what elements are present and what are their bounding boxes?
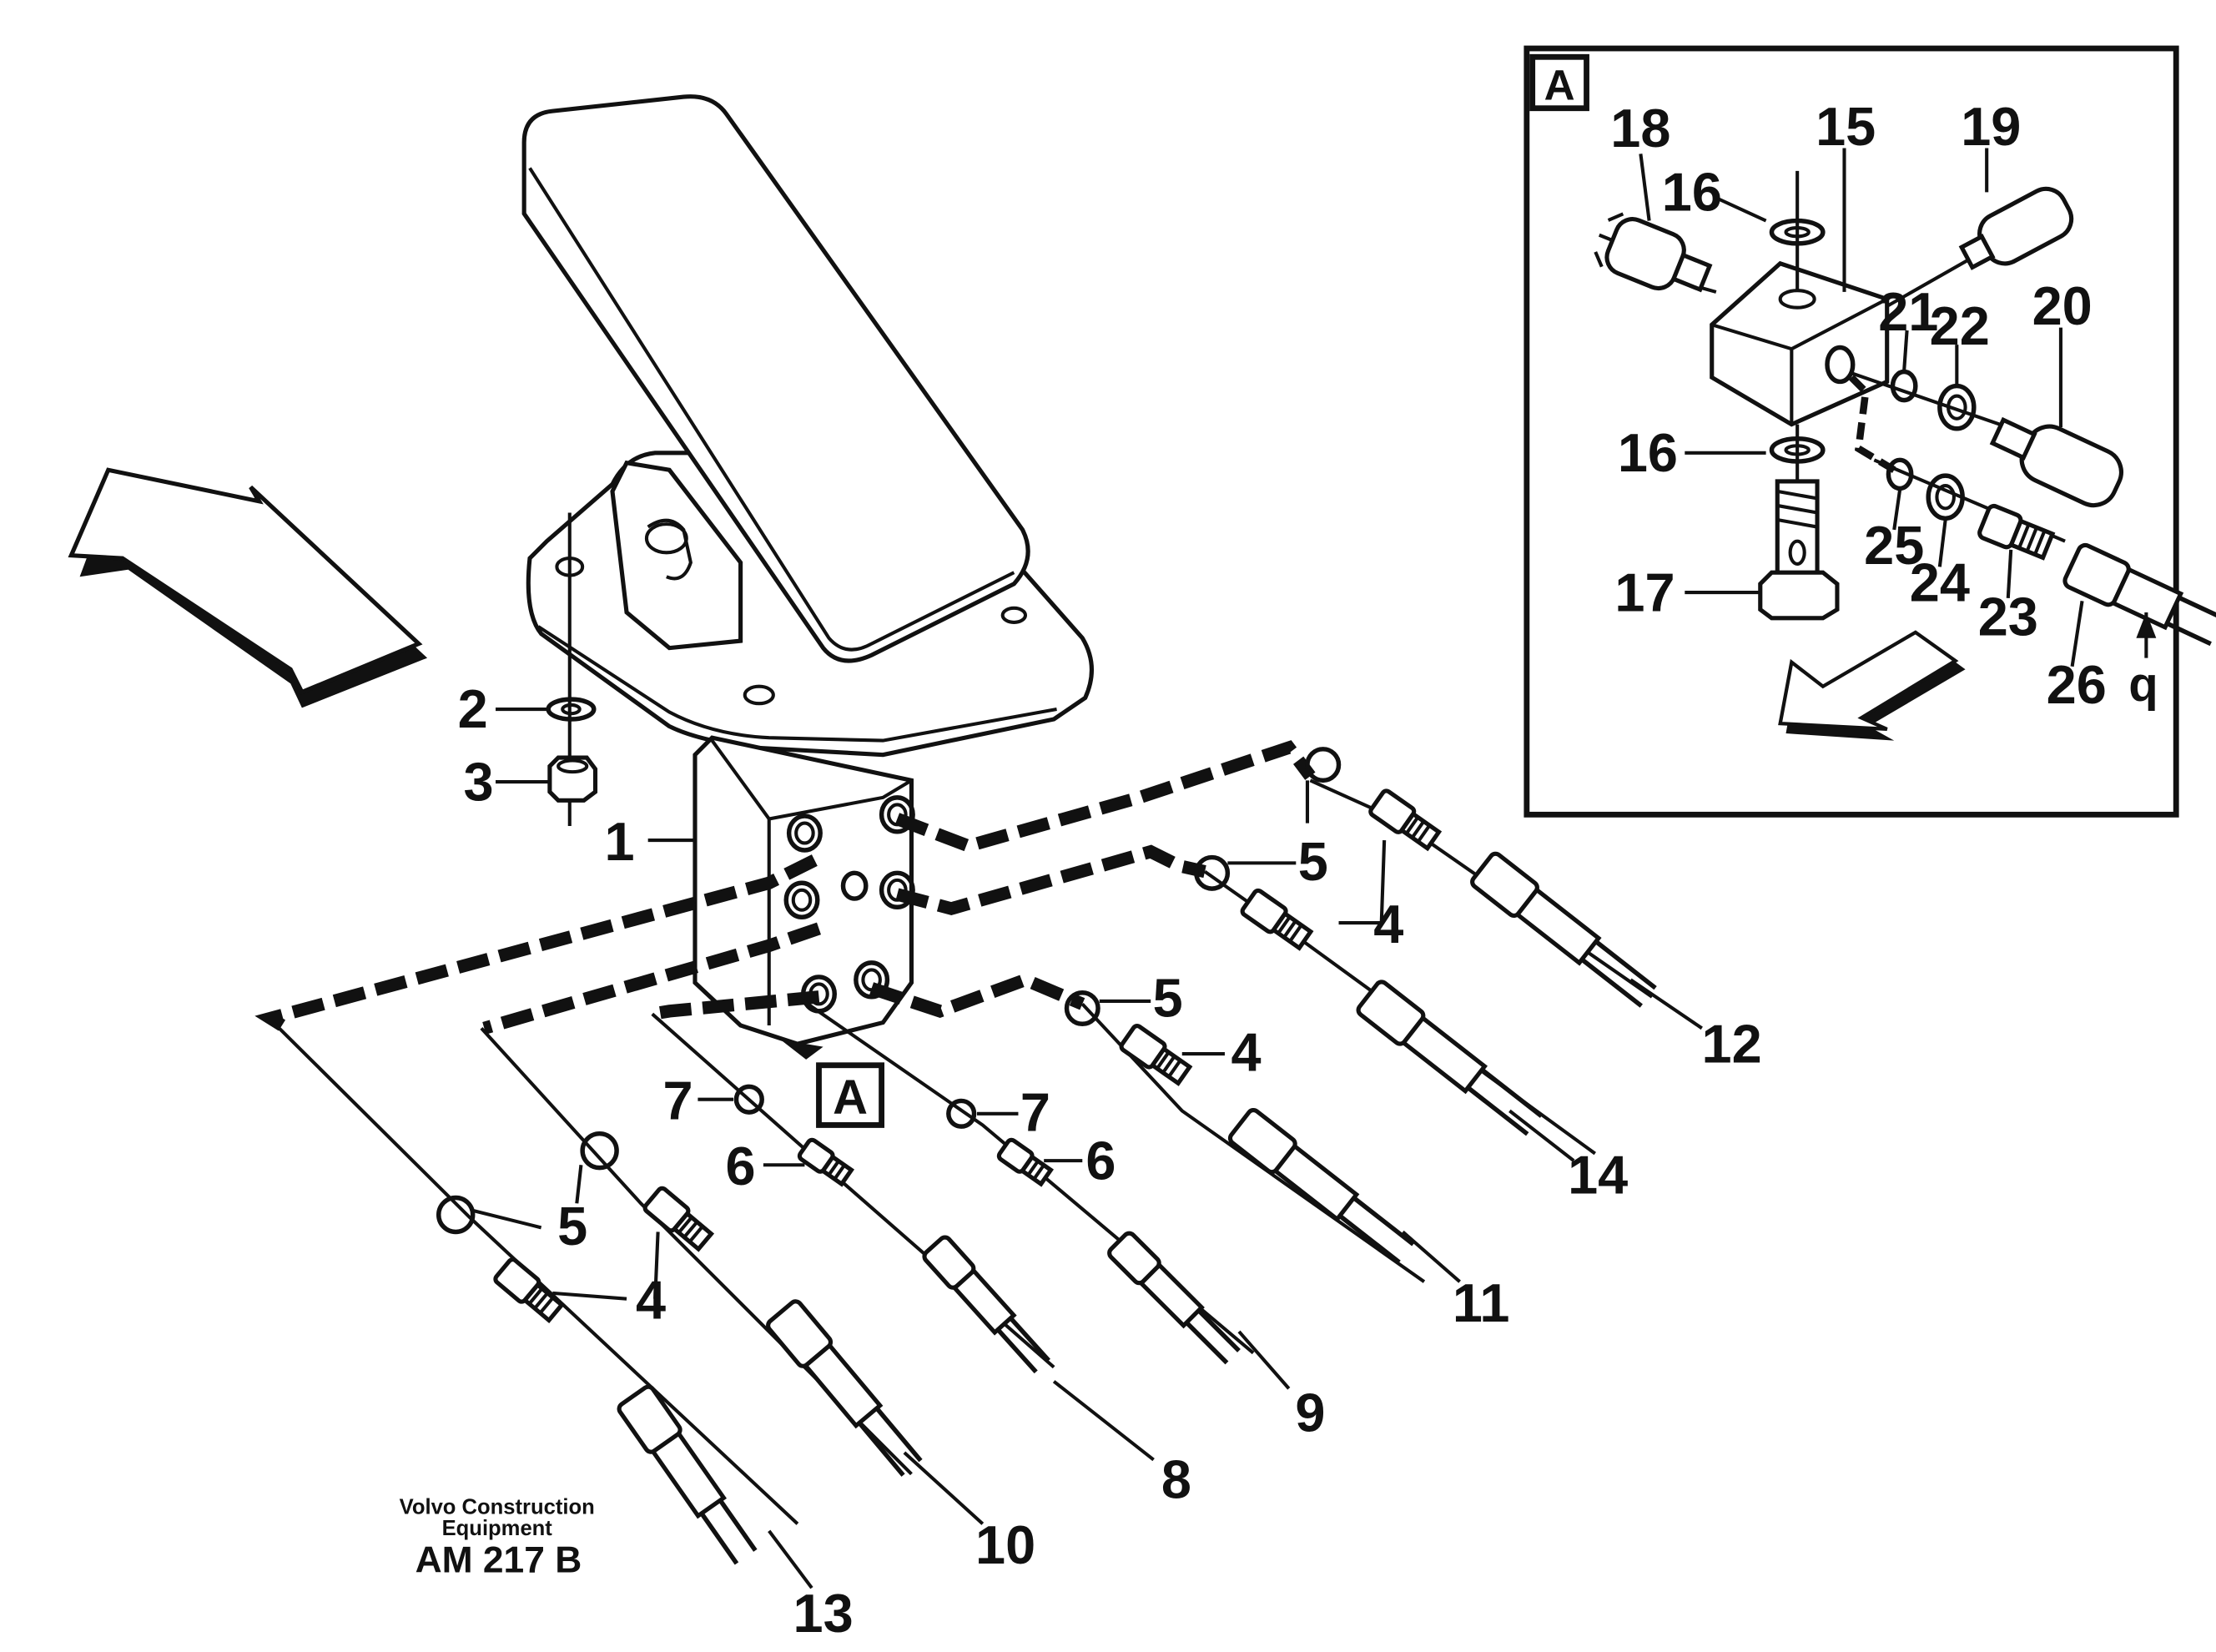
hose-lines <box>272 778 1654 1525</box>
svg-text:15: 15 <box>1816 96 1876 157</box>
drawing-footer: Volvo Construction Equipment AM 217 B <box>400 1495 595 1580</box>
svg-text:11: 11 <box>1453 1272 1510 1333</box>
hose-ends <box>617 851 1657 1565</box>
detail-part-labels: 15 16 16 17 18 19 20 21 22 23 24 25 26 <box>1610 96 2106 715</box>
svg-text:2: 2 <box>458 678 488 739</box>
svg-text:10: 10 <box>975 1514 1035 1575</box>
svg-text:4: 4 <box>1231 1022 1262 1083</box>
callout-box-a: A <box>816 1062 885 1128</box>
svg-text:23: 23 <box>1978 586 2038 647</box>
svg-text:13: 13 <box>793 1583 854 1644</box>
drawing-code: AM 217 B <box>416 1539 582 1580</box>
svg-text:26: 26 <box>2047 654 2107 715</box>
svg-text:q: q <box>2128 657 2158 712</box>
svg-text:17: 17 <box>1614 562 1675 622</box>
svg-text:18: 18 <box>1610 98 1670 159</box>
svg-text:6: 6 <box>726 1136 756 1196</box>
svg-text:1: 1 <box>604 811 634 872</box>
washer-and-nut <box>546 512 598 826</box>
detail-view-a: A <box>1524 45 2216 818</box>
main-part-labels: 1 2 3 4 4 4 4 4 5 5 5 5 6 6 7 7 8 9 10 1… <box>458 678 1762 1644</box>
svg-text:5: 5 <box>557 1196 587 1257</box>
svg-text:8: 8 <box>1161 1449 1191 1510</box>
o-rings <box>436 747 1342 1235</box>
svg-text:16: 16 <box>1662 162 1722 223</box>
detail-direction-arrow <box>1778 630 1966 741</box>
svg-text:16: 16 <box>1618 422 1678 483</box>
publisher-line2: Equipment <box>442 1517 553 1540</box>
pedal-assembly <box>521 94 1095 1060</box>
direction-q-marker: q <box>2128 612 2158 712</box>
svg-text:3: 3 <box>463 751 493 812</box>
svg-text:A: A <box>833 1070 868 1125</box>
svg-text:A: A <box>1544 61 1575 108</box>
svg-text:19: 19 <box>1961 96 2021 157</box>
forward-direction-arrow <box>68 467 428 708</box>
svg-text:5: 5 <box>1298 831 1328 892</box>
svg-text:6: 6 <box>1085 1130 1116 1191</box>
svg-text:4: 4 <box>636 1270 666 1331</box>
svg-text:7: 7 <box>1020 1081 1050 1142</box>
svg-text:25: 25 <box>1864 515 1924 576</box>
adapters <box>493 788 1443 1324</box>
publisher-line1: Volvo Construction <box>400 1495 595 1519</box>
hose-routing <box>254 740 1316 1035</box>
leader-lines <box>472 707 1703 1589</box>
svg-text:4: 4 <box>1373 894 1403 954</box>
svg-text:21: 21 <box>1878 281 1938 342</box>
svg-text:24: 24 <box>1910 552 1970 612</box>
svg-text:9: 9 <box>1295 1382 1325 1443</box>
svg-text:14: 14 <box>1568 1144 1628 1205</box>
svg-text:7: 7 <box>662 1070 692 1131</box>
svg-text:5: 5 <box>1153 968 1183 1029</box>
svg-text:12: 12 <box>1702 1013 1762 1074</box>
svg-text:22: 22 <box>1930 295 1990 356</box>
svg-text:20: 20 <box>2032 275 2093 336</box>
